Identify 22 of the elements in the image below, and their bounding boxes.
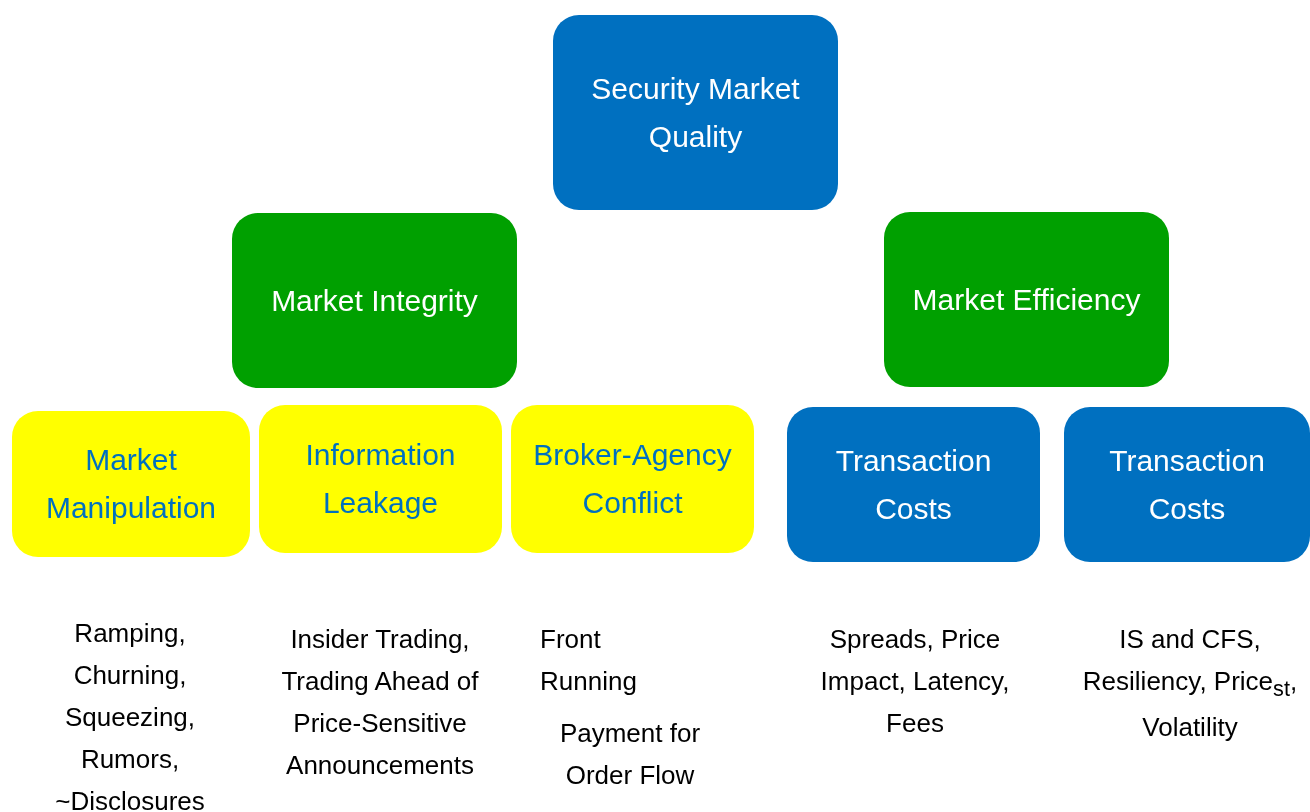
category-box (232, 213, 517, 388)
box-title: Information Leakage (304, 437, 457, 521)
category-box (259, 405, 502, 553)
example-list-text: Ramping, Churning, Squeezing, Rumors, ~Disclosures (54, 617, 206, 812)
box-title: Security Market Quality (590, 70, 801, 155)
category-box (884, 212, 1169, 387)
example-list-text: Payment for Order Flow (558, 717, 702, 793)
example-list-text: IS and CFS, Resiliency, Price$_{st}$, Volatility (1081, 623, 1299, 745)
box-title: Transaction Costs (834, 442, 993, 527)
category-box (553, 15, 838, 210)
box-title: Broker-Agency Conflict (532, 437, 733, 521)
box-title: Market Integrity (271, 282, 478, 319)
category-box (511, 405, 754, 553)
box-title: Transaction Costs (1108, 442, 1266, 527)
example-list-text: Insider Trading, Trading Ahead of Price-Sensitive Announcements (280, 623, 480, 783)
box-title: Market Manipulation (44, 442, 218, 526)
example-list-text: Front Running (540, 623, 638, 699)
category-box (787, 407, 1040, 562)
category-box (12, 411, 250, 557)
example-list-text: Spreads, Price Impact, Latency, Fees (819, 623, 1011, 741)
box-title: Market Efficiency (912, 281, 1141, 318)
category-box (1064, 407, 1310, 562)
